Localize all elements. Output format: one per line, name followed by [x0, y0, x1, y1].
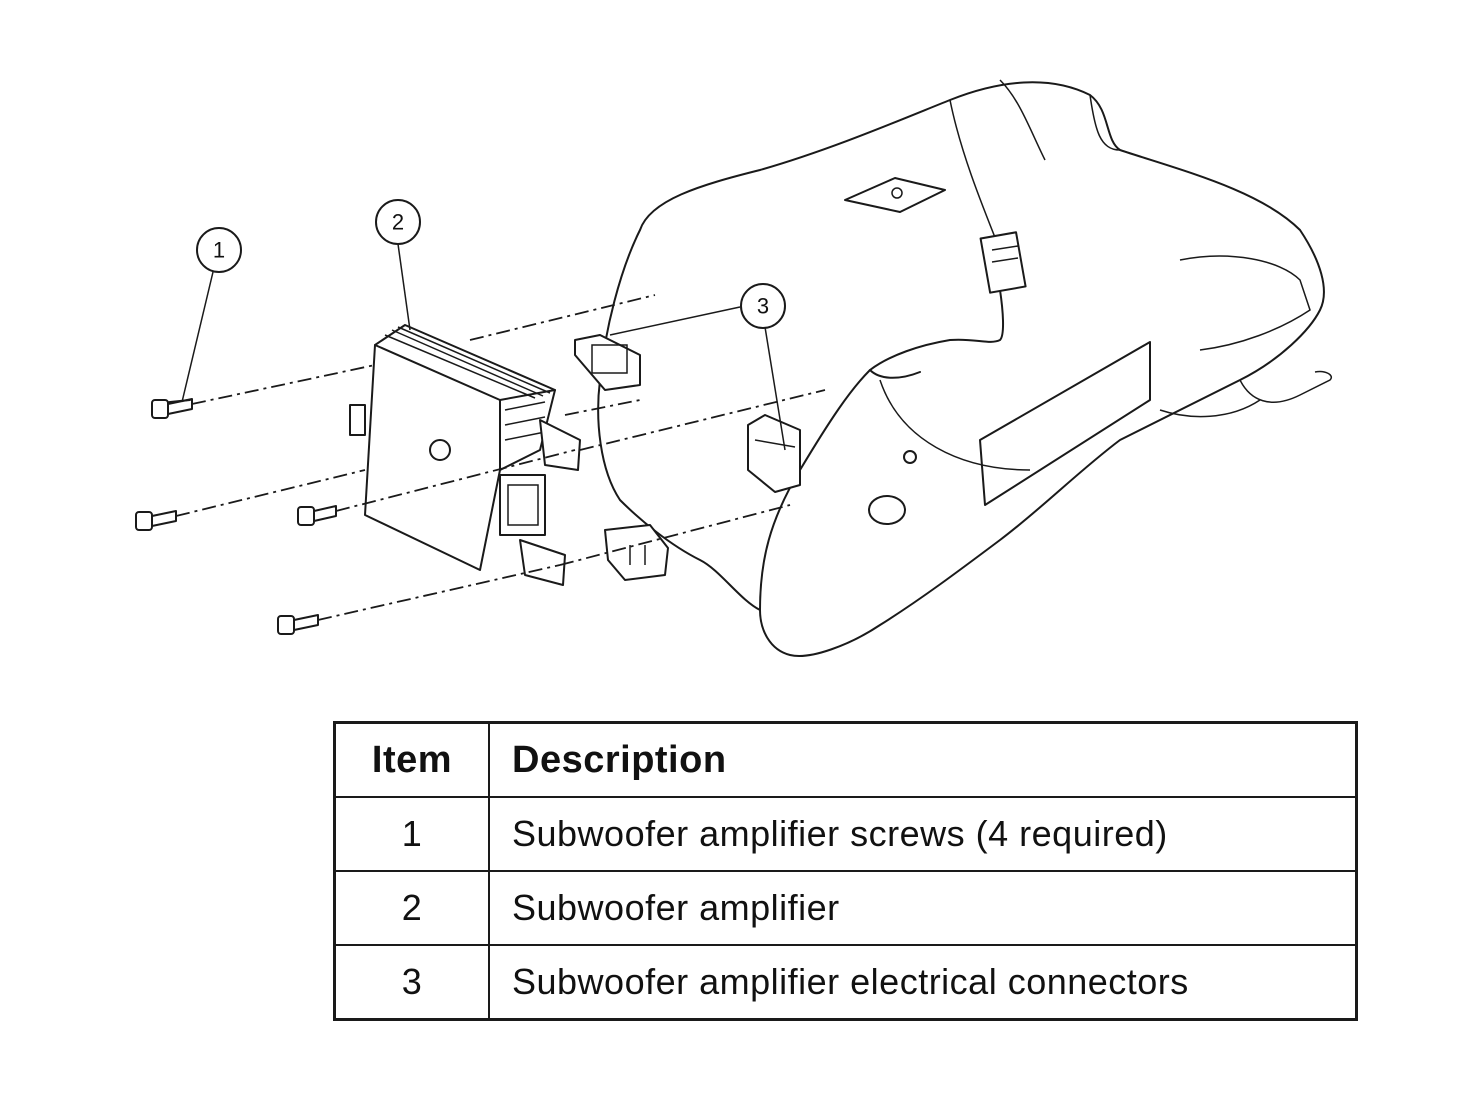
item-description: Subwoofer amplifier screws (4 required): [488, 796, 1358, 872]
callout-3-label: 3: [757, 294, 769, 319]
table-row: 3 Subwoofer amplifier electrical connect…: [333, 944, 1358, 1021]
callout-2: 2: [375, 199, 421, 245]
item-description: Subwoofer amplifier: [488, 870, 1358, 946]
exploded-view-diagram: 1 2 3: [135, 79, 1332, 657]
screws-drawing: [135, 398, 337, 635]
item-number: 3: [333, 944, 490, 1021]
item-column-header: Item: [333, 721, 490, 798]
item-description: Subwoofer amplifier electrical connector…: [488, 944, 1358, 1021]
parts-table: Item Description 1 Subwoofer amplifier s…: [333, 721, 1358, 1021]
callout-leaders: [181, 243, 786, 451]
alignment-lines: [175, 294, 826, 621]
table-row: 2 Subwoofer amplifier: [333, 870, 1358, 946]
item-number: 1: [333, 796, 490, 872]
callout-1: 1: [196, 227, 242, 273]
callout-3: 3: [740, 283, 786, 329]
console-housing: [597, 79, 1332, 657]
item-number: 2: [333, 870, 490, 946]
subwoofer-amplifier-drawing: [349, 324, 581, 586]
callout-2-label: 2: [392, 210, 404, 235]
table-row: 1 Subwoofer amplifier screws (4 required…: [333, 796, 1358, 872]
description-column-header: Description: [488, 721, 1358, 798]
table-header-row: Item Description: [333, 721, 1358, 798]
electrical-connector-drawing: [574, 334, 801, 493]
callout-1-label: 1: [213, 238, 225, 263]
